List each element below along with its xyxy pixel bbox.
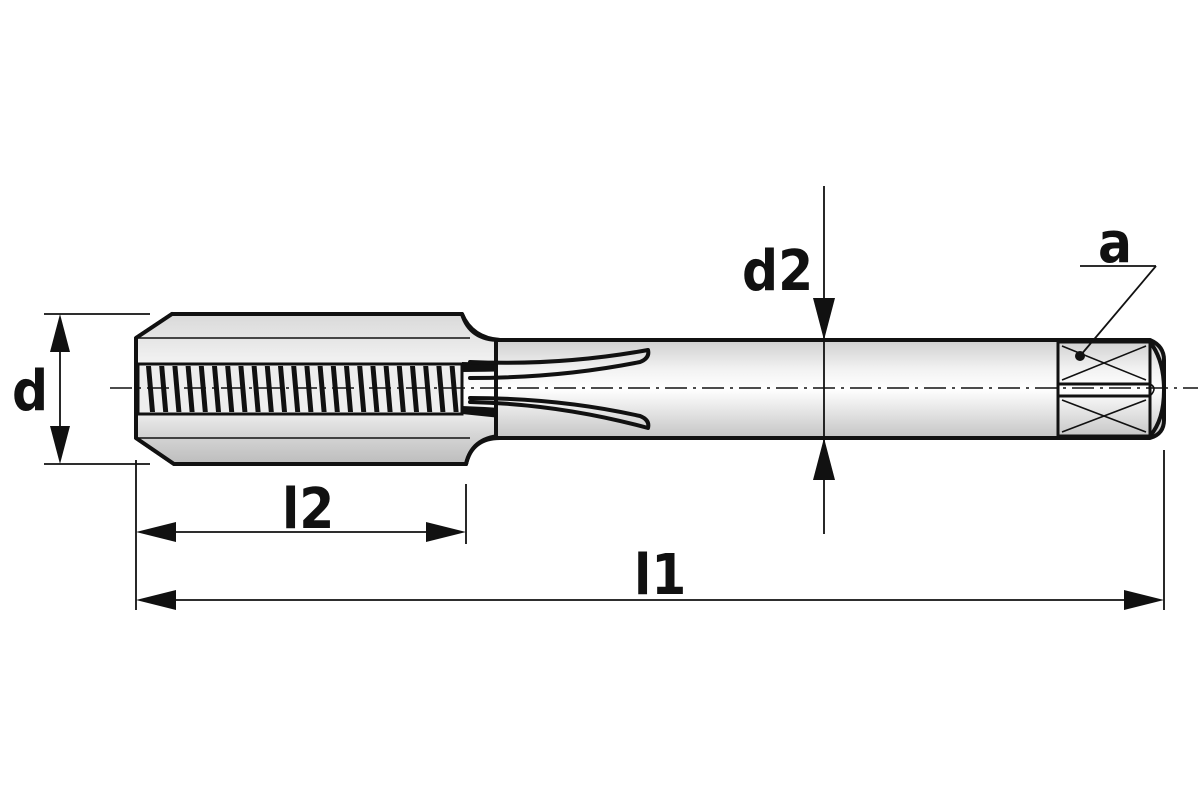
thread-ridge xyxy=(251,366,261,412)
thread-ridge xyxy=(146,366,155,412)
flute-runout-top xyxy=(468,348,651,380)
leader-a: a xyxy=(1075,211,1157,361)
thread-ridge xyxy=(317,366,327,412)
thread-ridge xyxy=(185,366,195,412)
label-a: a xyxy=(1098,211,1132,276)
thread-ridge xyxy=(449,366,459,412)
thread-ridge xyxy=(172,366,182,412)
label-d2: d2 xyxy=(742,239,813,304)
label-d: d xyxy=(12,359,48,424)
thread-ridge xyxy=(423,366,433,412)
thread-ridge xyxy=(159,366,169,412)
dimension-d: d xyxy=(12,313,150,465)
shank-outline xyxy=(494,338,1166,440)
tap-shank xyxy=(460,312,1166,466)
dimension-l1: l1 xyxy=(136,450,1165,610)
thread-ridge xyxy=(198,366,208,412)
neck-bottom xyxy=(464,436,502,466)
thread-ridge xyxy=(396,366,406,412)
thread-ridge xyxy=(278,366,287,412)
thread-ridge xyxy=(370,366,380,412)
thread-ridge xyxy=(238,366,248,412)
tap-body xyxy=(134,312,502,466)
thread-ridge xyxy=(304,366,314,412)
thread-ridge xyxy=(212,366,221,412)
label-l1: l1 xyxy=(634,543,686,608)
flute-runout-bottom xyxy=(468,396,651,430)
neck-top xyxy=(460,312,502,342)
thread-ridge xyxy=(344,366,353,412)
label-l2: l2 xyxy=(282,477,334,542)
thread-ridge xyxy=(383,366,393,412)
thread-ridges xyxy=(146,366,459,412)
thread-ridge xyxy=(225,366,235,412)
dimension-l2: l2 xyxy=(135,460,467,610)
thread-ridge xyxy=(410,366,419,412)
thread-ridge xyxy=(264,366,274,412)
thread-ridge xyxy=(330,366,340,412)
thread-ridge xyxy=(291,366,301,412)
dimension-d2: d2 xyxy=(742,186,835,534)
thread-ridge xyxy=(436,366,446,412)
thread-ridge xyxy=(357,366,367,412)
square-drive xyxy=(1056,340,1166,438)
